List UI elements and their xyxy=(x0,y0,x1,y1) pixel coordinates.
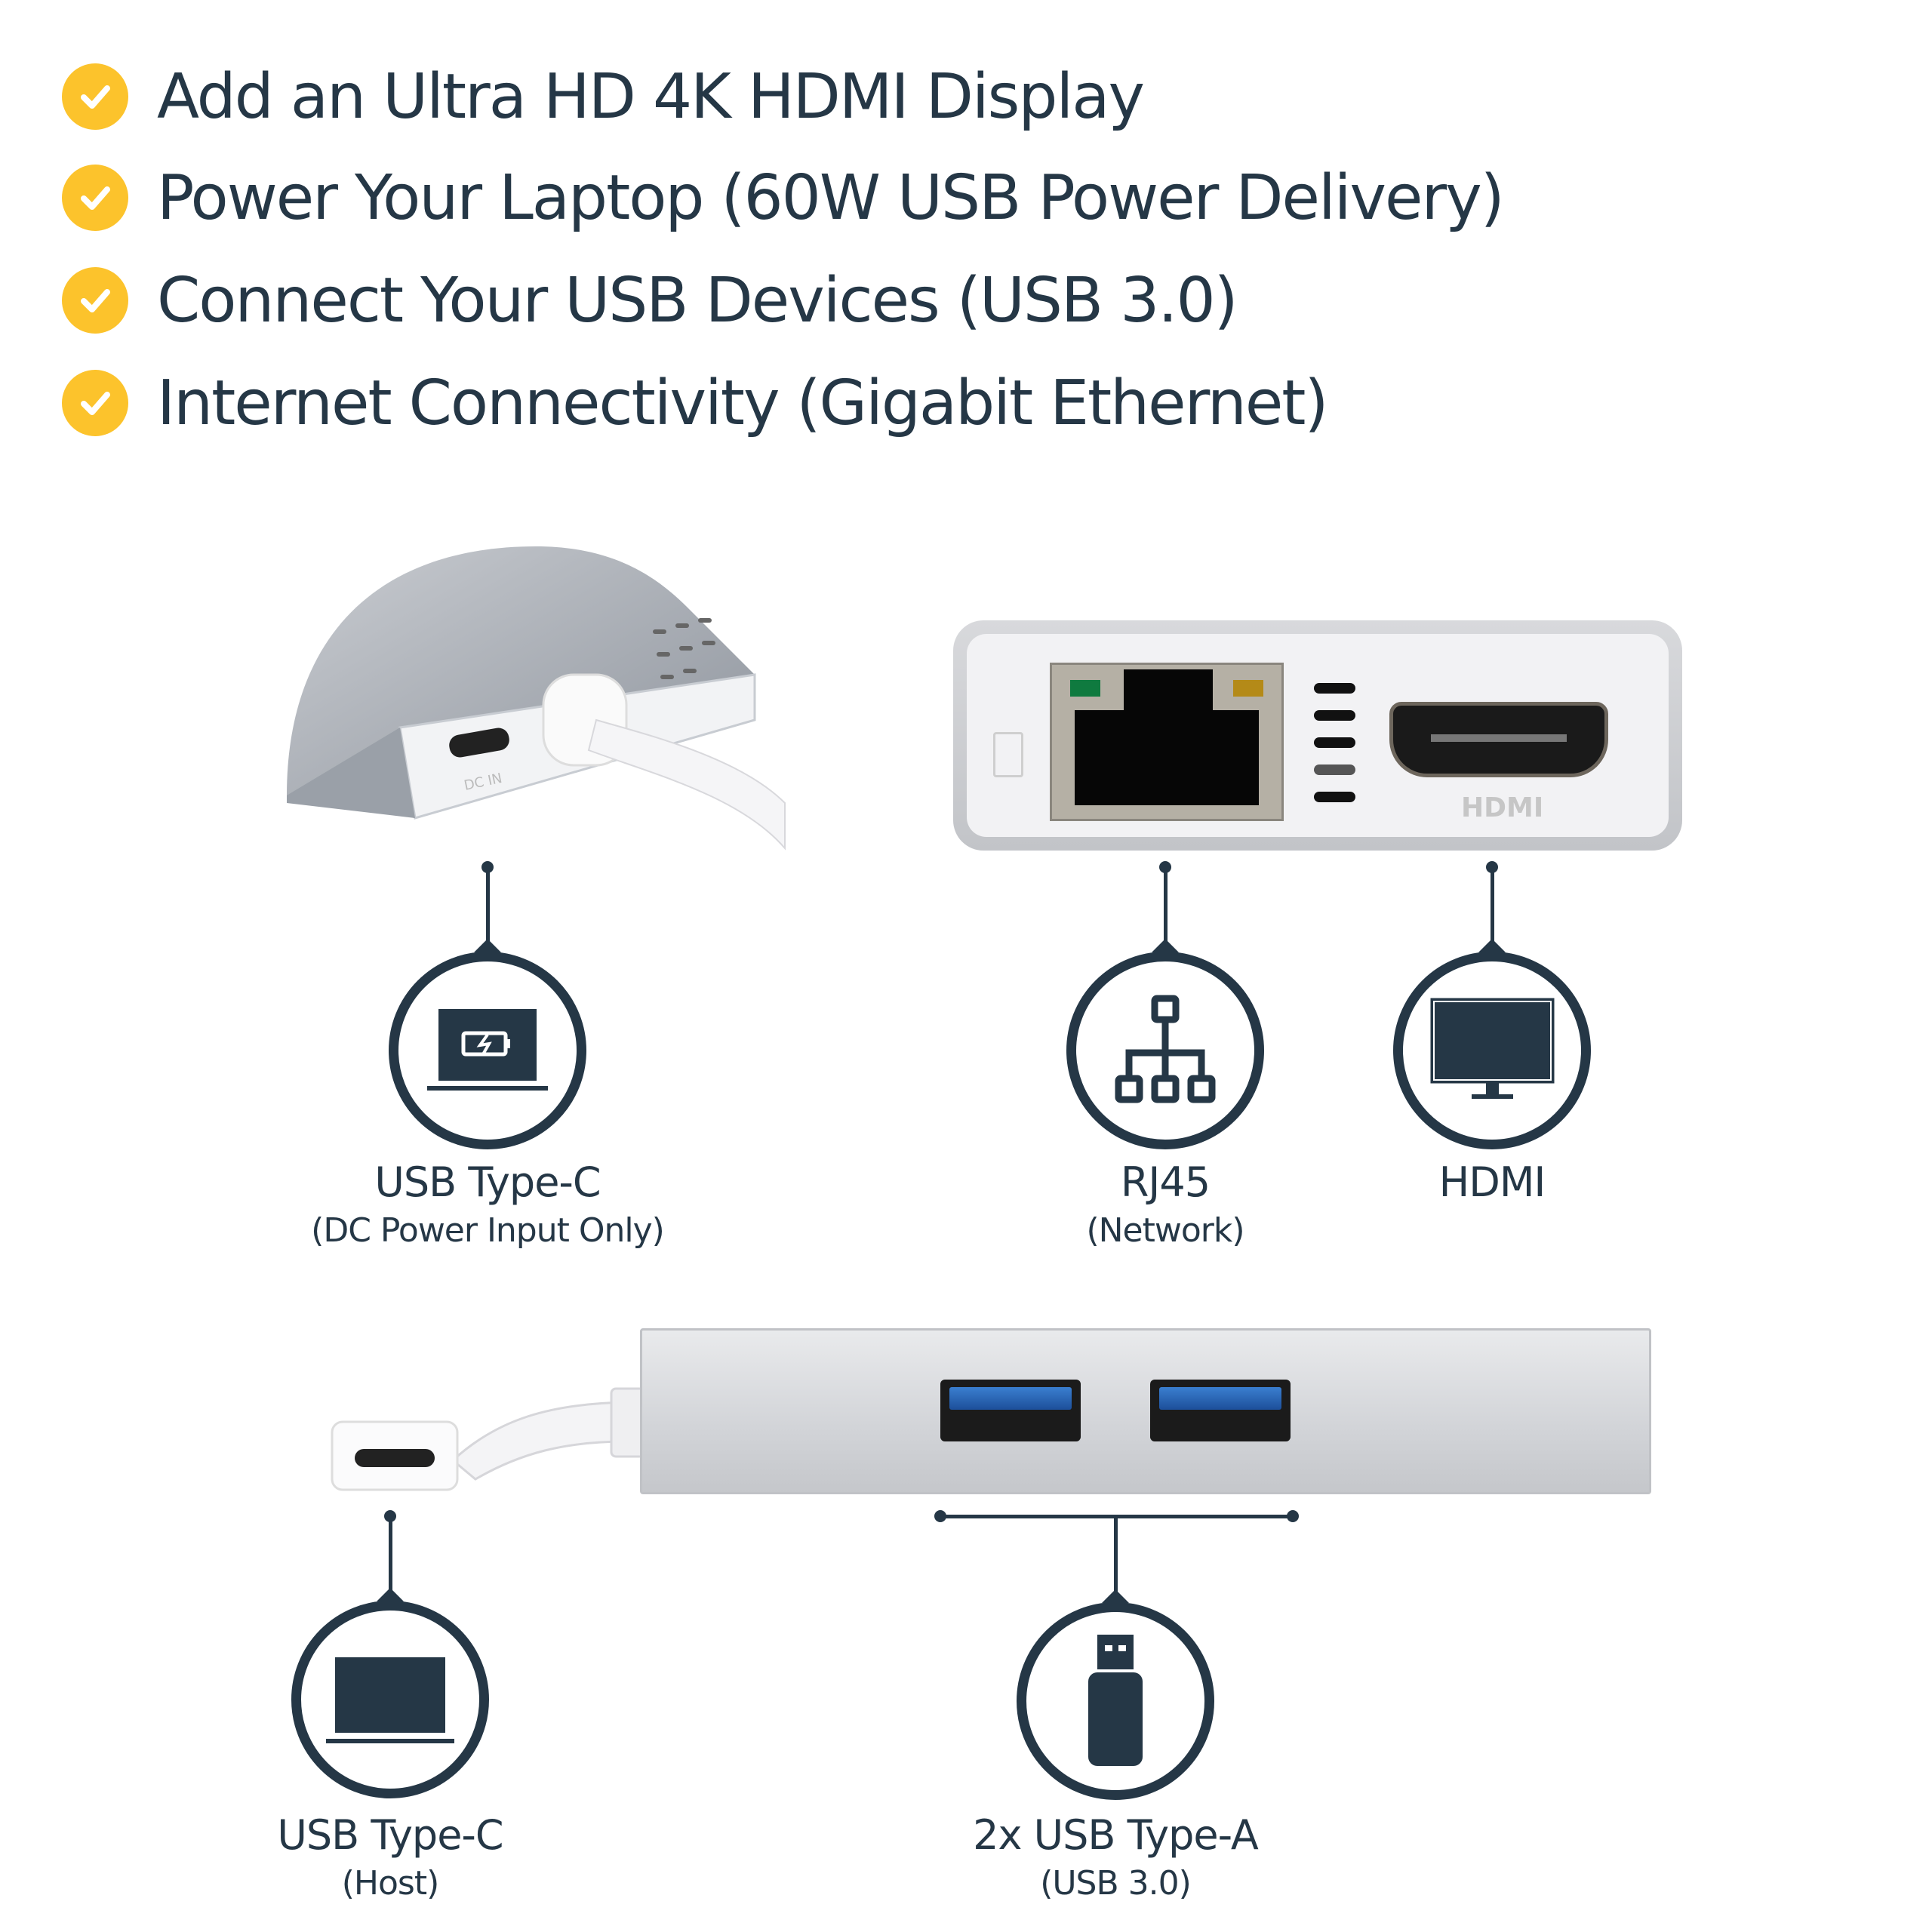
led-vents xyxy=(1314,683,1355,802)
dc-in-side-photo: DC IN xyxy=(287,546,789,863)
callout-line xyxy=(1164,866,1168,942)
callout-line xyxy=(389,1515,392,1598)
usb-a-port xyxy=(1150,1380,1291,1441)
network-marking-icon xyxy=(993,732,1023,777)
port-label: 2x USB Type-A xyxy=(973,1811,1259,1859)
port-label: USB Type-C xyxy=(374,1158,601,1206)
feature-text: Internet Connectivity (Gigabit Ethernet) xyxy=(157,367,1328,439)
port-label: USB Type-C xyxy=(277,1811,503,1859)
callout-bracket xyxy=(940,1515,1293,1518)
feature-text: Power Your Laptop (60W USB Power Deliver… xyxy=(157,162,1505,234)
port-icon-circle xyxy=(1066,939,1264,1149)
check-icon xyxy=(62,267,128,334)
callout-line xyxy=(1491,866,1494,942)
usb-drive-icon xyxy=(1088,1635,1143,1766)
feature-text: Connect Your USB Devices (USB 3.0) xyxy=(157,264,1238,337)
callout-line xyxy=(486,866,490,942)
monitor-icon xyxy=(1430,998,1554,1099)
hdmi-port xyxy=(1389,702,1608,777)
port-label: HDMI xyxy=(1438,1158,1546,1206)
port-sublabel: (Host) xyxy=(341,1864,440,1903)
callout-line xyxy=(1114,1517,1118,1600)
feature-item: Add an Ultra HD 4K HDMI Display xyxy=(62,59,1145,134)
check-icon xyxy=(62,165,128,231)
check-icon xyxy=(62,63,128,130)
port-icon-circle xyxy=(1393,939,1591,1149)
port-icon-circle xyxy=(291,1588,489,1798)
feature-item: Internet Connectivity (Gigabit Ethernet) xyxy=(62,365,1328,441)
laptop-icon xyxy=(326,1657,454,1743)
feature-item: Power Your Laptop (60W USB Power Deliver… xyxy=(62,160,1505,235)
hub-side-photo xyxy=(325,1328,1653,1498)
feature-item: Connect Your USB Devices (USB 3.0) xyxy=(62,263,1238,338)
port-sublabel: (DC Power Input Only) xyxy=(311,1211,665,1250)
port-sublabel: (Network) xyxy=(1086,1211,1244,1250)
rj45-port xyxy=(1050,663,1284,821)
port-panel-photo: HDMI xyxy=(953,620,1682,851)
feature-text: Add an Ultra HD 4K HDMI Display xyxy=(157,60,1145,133)
usb-a-port xyxy=(940,1380,1081,1441)
port-sublabel: (USB 3.0) xyxy=(1040,1864,1192,1903)
port-icon-circle xyxy=(1017,1589,1214,1800)
callout-dot xyxy=(1287,1510,1299,1522)
check-icon xyxy=(62,370,128,436)
port-icon-circle xyxy=(389,939,586,1149)
network-icon xyxy=(1115,995,1216,1103)
hdmi-marking: HDMI xyxy=(1461,792,1544,823)
laptop-battery-icon xyxy=(427,1009,548,1091)
port-label: RJ45 xyxy=(1120,1158,1211,1206)
